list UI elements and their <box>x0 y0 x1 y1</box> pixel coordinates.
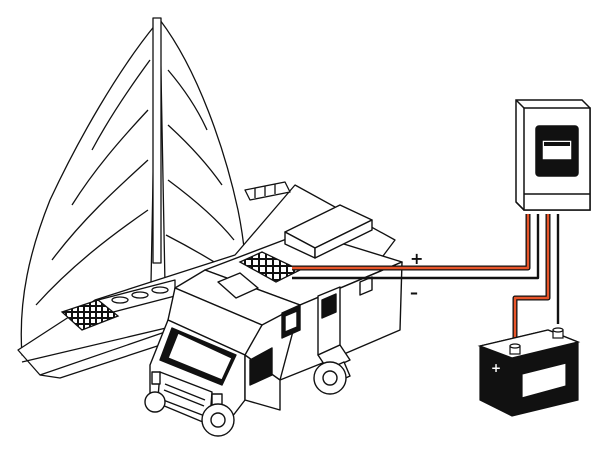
battery-icon <box>477 327 581 417</box>
solar-panel-icon <box>60 299 120 331</box>
charge-controller-icon <box>515 99 591 211</box>
battery-positive-label: + <box>491 361 501 375</box>
positive-wire-label: + <box>410 249 423 268</box>
battery-negative-label: – <box>560 341 566 355</box>
wiring <box>292 214 560 340</box>
negative-wire-label: – <box>410 283 418 302</box>
camper-van-icon <box>144 204 403 437</box>
